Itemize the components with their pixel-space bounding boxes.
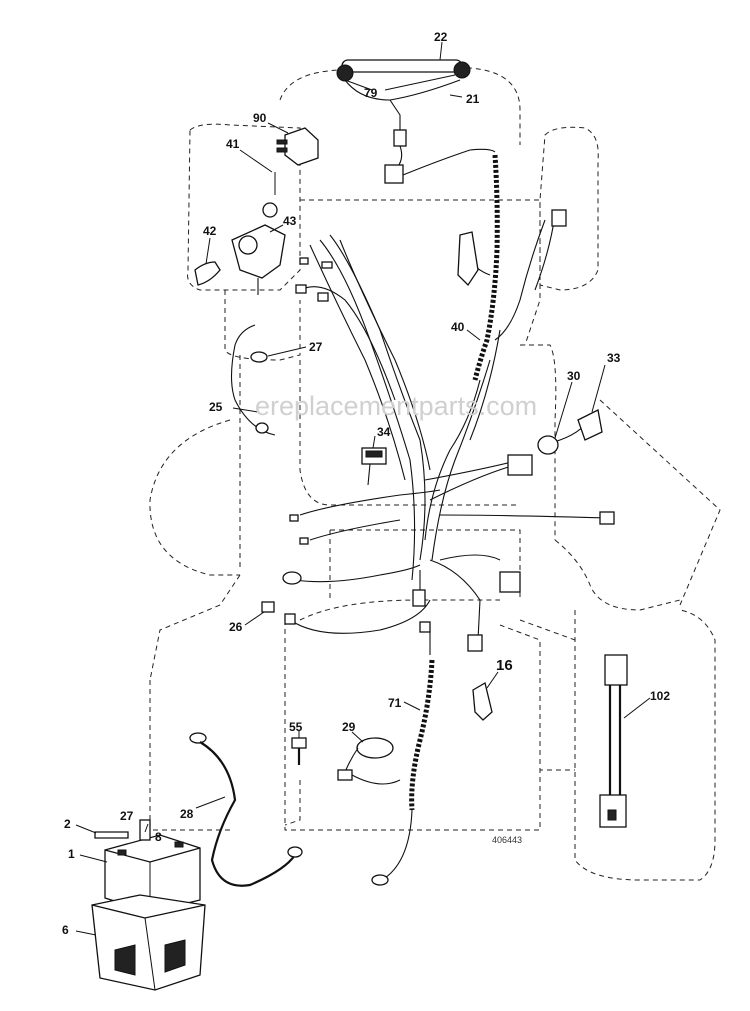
callout-55: 55 [289,720,303,734]
callout-22: 22 [434,30,448,44]
pto-switch [361,447,387,486]
callout-25: 25 [209,400,223,414]
leader-lines [75,41,651,936]
headlight-assembly [336,59,496,184]
callout-27-battery: 27 [120,809,134,823]
callout-33: 33 [607,351,621,365]
callout-8: 8 [155,830,162,844]
connector-26 [261,601,296,625]
relay-16 [472,681,493,721]
drawing-ref-number: 406443 [492,835,522,845]
callout-79: 79 [364,86,378,100]
callout-16: 16 [496,657,513,674]
callout-40: 40 [451,320,465,334]
callout-42: 42 [203,224,217,238]
wiring-harness [230,214,611,655]
coiled-harness-40 [472,154,500,381]
ignition-switch [194,127,319,295]
callout-21: 21 [466,92,480,106]
callout-2: 2 [64,817,71,831]
extension-harness-102 [599,654,628,828]
callout-41: 41 [226,137,240,151]
connector-29 [337,737,401,785]
bolt-55 [291,737,307,765]
callout-27-ground: 27 [309,340,323,354]
battery [94,819,201,913]
callout-30: 30 [567,369,581,383]
callout-102: 102 [650,689,670,703]
callout-numbers: 22 79 21 90 41 43 42 40 27 25 33 30 34 2… [62,30,670,937]
callout-43: 43 [283,214,297,228]
callout-71: 71 [388,696,402,710]
chassis-outline [149,67,721,881]
callout-34: 34 [377,425,391,439]
callout-29: 29 [342,720,356,734]
callout-6: 6 [62,923,69,937]
battery-cable [189,732,303,887]
callout-90: 90 [253,111,267,125]
battery-tray [91,894,206,991]
callout-1: 1 [68,847,75,861]
seat-switch [537,409,603,455]
coiled-harness-71 [371,659,435,886]
callout-28: 28 [180,807,194,821]
ground-wire [250,351,269,434]
callout-26: 26 [229,620,243,634]
watermark: ereplacementparts.com [255,391,537,421]
harness-connectors [282,209,615,652]
